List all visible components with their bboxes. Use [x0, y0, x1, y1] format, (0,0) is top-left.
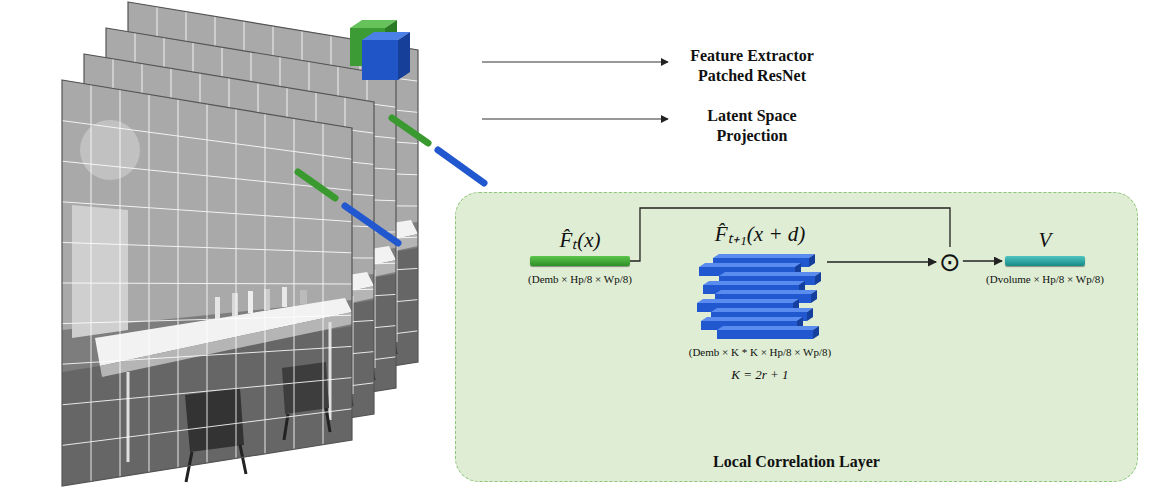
dimension-label: (Demb × K * K × Hp/8 × Wp/8) [689, 345, 831, 359]
illustration-part [482, 61, 668, 62]
feature-bar-top [715, 290, 817, 294]
feature-vector [530, 256, 630, 266]
feature-bar-end [813, 326, 819, 339]
tensor-name: F̂ₜ(x) [559, 228, 600, 252]
feature-bar-top [699, 263, 801, 267]
feature-bar-top [719, 272, 821, 276]
feature-bar [717, 330, 813, 339]
illustration-part [392, 118, 428, 143]
tensor-node: F̂ₜ₊₁(x + d) (Demb × K * K × Hp/8 × Wp/8)… [689, 222, 831, 383]
formula-label: K = 2r + 1 [731, 367, 788, 383]
feature-vector [1005, 256, 1085, 266]
illustration-part [398, 32, 410, 80]
operator-symbol: ⊙ [939, 249, 961, 275]
feature-bar-top [711, 308, 813, 312]
feature-bar-top [717, 326, 819, 330]
illustration-part [438, 150, 484, 183]
illustration-part [345, 206, 398, 243]
feature-stack [695, 250, 825, 340]
tensor-node: V (Dvolume × Hp/8 × Wp/8) [986, 228, 1104, 286]
feature-bar-top [697, 299, 799, 303]
hadamard-operator: ⊙ [939, 249, 961, 275]
feature-bar-top [703, 281, 805, 285]
stage-label: Latent Space Projection [692, 106, 812, 146]
feature-bar-end [811, 290, 817, 303]
leader-arrows [482, 62, 668, 119]
feature-bar-end [807, 308, 813, 321]
feature-bar-end [815, 272, 821, 285]
tensor-node: F̂ₜ(x) (Demb × Hp/8 × Wp/8) [528, 228, 632, 286]
stage-label: Feature Extractor Patched ResNet [667, 46, 837, 86]
feature-cube [350, 20, 410, 80]
video-frame [62, 80, 352, 486]
connector [630, 208, 950, 261]
region-title: Local Correlation Layer [456, 453, 1137, 471]
correlation-region: Local Correlation Layer F̂ₜ(x) (Demb × Hp/… [455, 192, 1138, 482]
feature-bar-top [713, 254, 815, 258]
feature-bar-top [701, 317, 803, 321]
dimension-label: (Demb × Hp/8 × Wp/8) [528, 272, 632, 286]
tensor-name: V [1039, 228, 1052, 252]
illustration-part [362, 40, 398, 80]
connector [963, 260, 1002, 261]
feature-bar-end [809, 254, 815, 267]
illustration-part [482, 118, 668, 119]
connector [827, 261, 936, 262]
tensor-name: F̂ₜ₊₁(x + d) [715, 222, 806, 246]
dimension-label: (Dvolume × Hp/8 × Wp/8) [986, 272, 1104, 286]
illustration-part [298, 172, 335, 198]
